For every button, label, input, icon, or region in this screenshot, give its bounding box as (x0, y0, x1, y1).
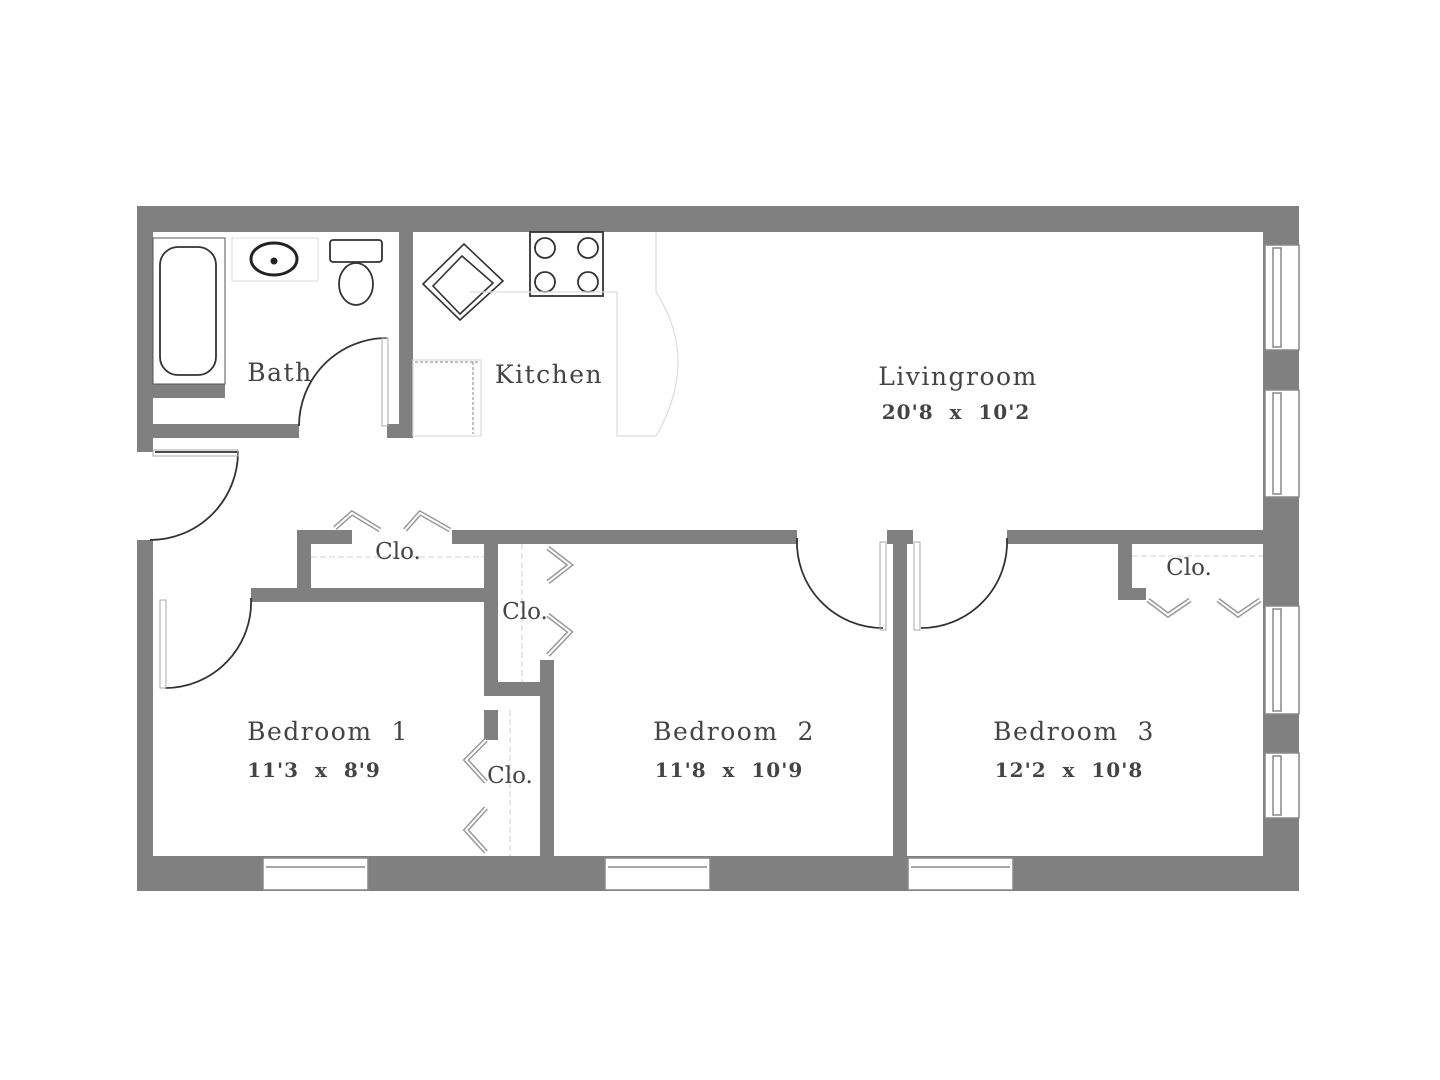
closet-label-bedroom3: Clo. (1166, 555, 1212, 581)
closet-label-bedroom1: Clo. (487, 763, 533, 789)
closet-bifold-doors-inner (334, 511, 1261, 853)
closet-label-hall: Clo. (375, 539, 421, 565)
sink-icon (231, 237, 319, 282)
stove-icon (529, 231, 604, 297)
doors (149, 337, 1008, 689)
bedroom3-label: Bedroom 3 (993, 717, 1155, 746)
counters (412, 232, 679, 437)
bedroom2-label: Bedroom 2 (653, 717, 815, 746)
bath-label: Bath (247, 358, 313, 387)
kitchen-sink-icon (421, 242, 505, 322)
walls (137, 206, 1299, 891)
refrigerator-icon (415, 361, 478, 434)
toilet-icon (329, 239, 383, 306)
closet-rods (311, 544, 1263, 856)
livingroom-dimensions: 20'8 x 10'2 (881, 400, 1031, 424)
bedroom1-dimensions: 11'3 x 8'9 (247, 758, 381, 782)
bedroom1-label: Bedroom 1 (247, 717, 409, 746)
windows (262, 244, 1300, 891)
bedroom2-dimensions: 11'8 x 10'9 (654, 758, 804, 782)
livingroom-label: Livingroom (878, 362, 1038, 391)
closet-label-bedroom2: Clo. (502, 599, 548, 625)
bathtub-icon (152, 237, 226, 385)
bedroom3-dimensions: 12'2 x 10'8 (994, 758, 1144, 782)
kitchen-label: Kitchen (494, 360, 604, 389)
